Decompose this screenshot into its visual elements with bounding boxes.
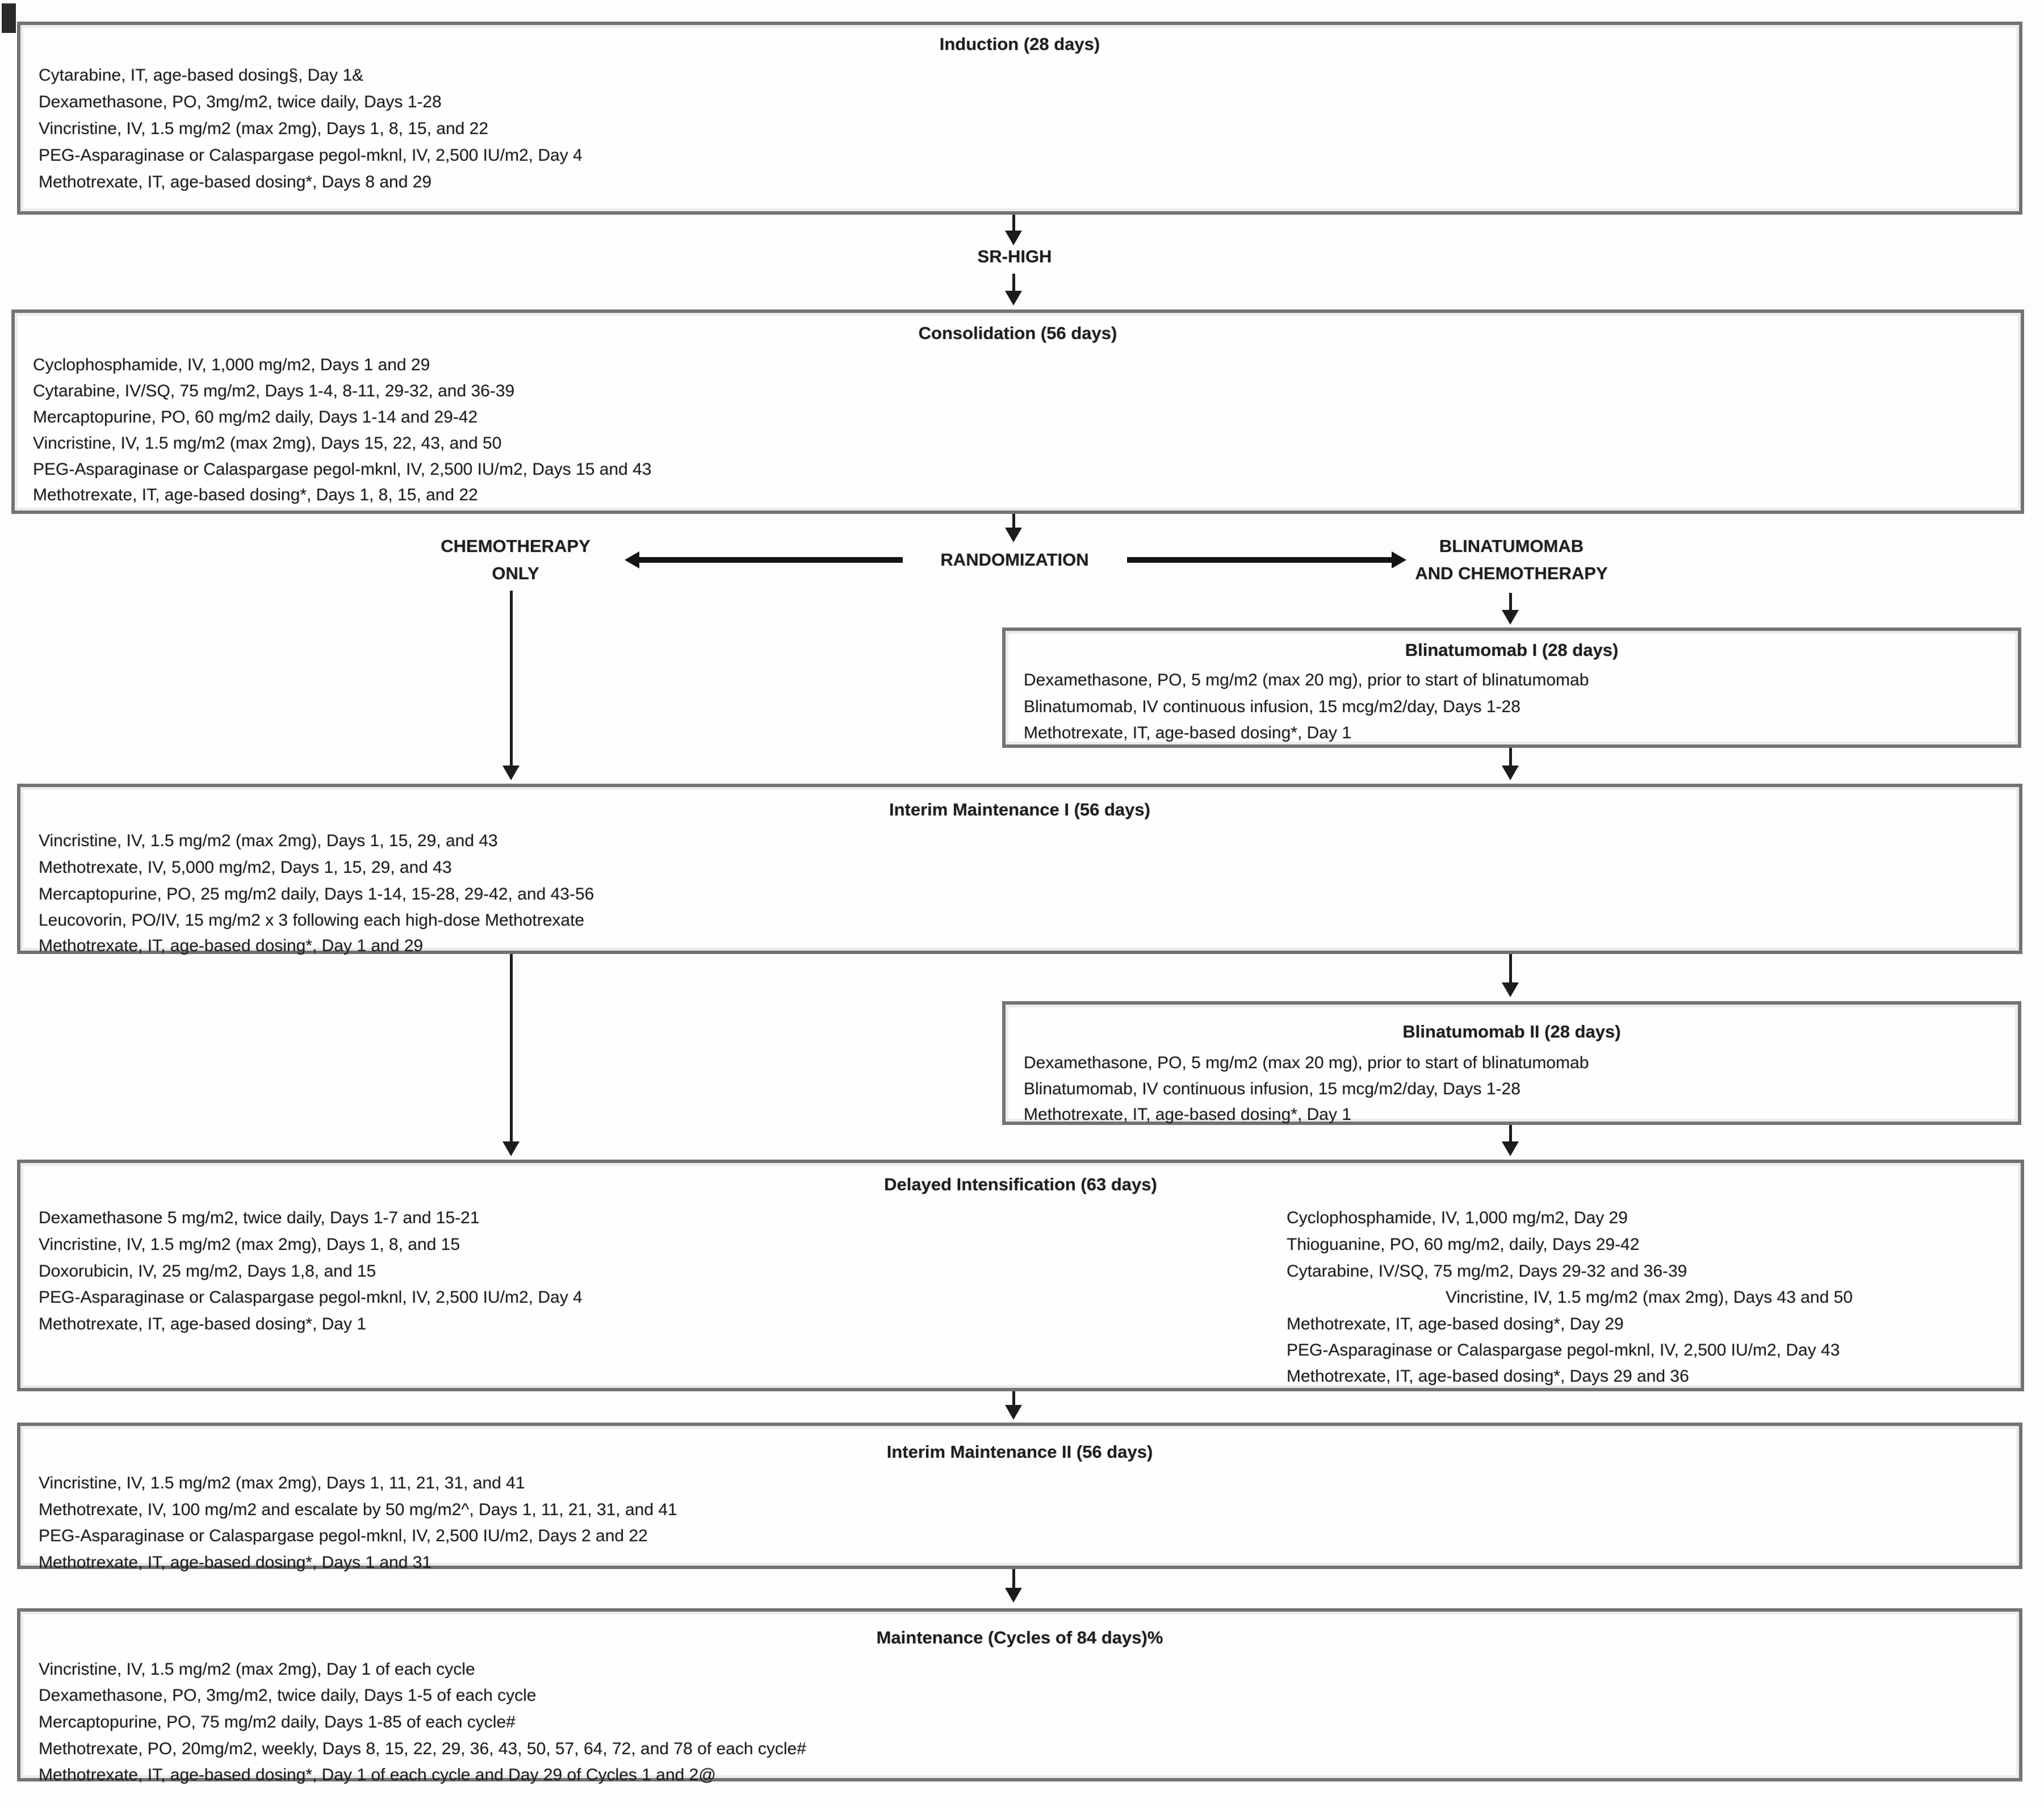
drug-line: PEG-Asparaginase or Calaspargase pegol-m… [39,146,583,165]
box-title: Blinatumomab I (28 days) [1405,640,1619,660]
arrow-down [1012,1569,1015,1590]
blinatumomab-arm-label-line2: AND CHEMOTHERAPY [1415,563,1608,583]
drug-line: Leucovorin, PO/IV, 15 mg/m2 x 3 followin… [39,911,585,930]
arrow-right-head [1392,551,1406,568]
drug-line: PEG-Asparaginase or Calaspargase pegol-m… [39,1526,648,1545]
delayed-intensification-box: Delayed Intensification (63 days) Dexame… [17,1160,2024,1391]
drug-line: PEG-Asparaginase or Calaspargase pegol-m… [33,460,652,479]
arrow-down-head [1502,1141,1519,1156]
drug-line: Dexamethasone, PO, 5 mg/m2 (max 20 mg), … [1024,671,1589,689]
arrow-down-head [1502,610,1519,625]
arrow-down-head [1005,1405,1022,1420]
drug-line: PEG-Asparaginase or Calaspargase pegol-m… [1287,1341,1840,1360]
drug-line: Methotrexate, IV, 5,000 mg/m2, Days 1, 1… [39,858,452,877]
drug-line: Vincristine, IV, 1.5 mg/m2 (max 2mg), Da… [39,1474,525,1492]
box-title: Induction (28 days) [939,34,1100,54]
drug-line: Mercaptopurine, PO, 60 mg/m2 daily, Days… [33,408,478,426]
drug-line: Methotrexate, PO, 20mg/m2, weekly, Days … [39,1739,806,1758]
induction-box: Induction (28 days) Cytarabine, IT, age-… [17,22,2022,215]
arrow-down [1012,514,1015,530]
scan-artifact [2,3,16,33]
arrow-down [1509,593,1512,612]
arrow-down [1012,1391,1015,1407]
drug-line: Dexamethasone, PO, 3mg/m2, twice daily, … [39,93,442,111]
box-title: Consolidation (56 days) [918,323,1117,343]
drug-line: Methotrexate, IT, age-based dosing*, Day… [39,173,432,191]
blinatumomab1-box: Blinatumomab I (28 days) Dexamethasone, … [1002,628,2021,748]
arrow-right-bar [1127,557,1392,563]
arrow-down-head [502,1141,520,1156]
drug-line: Methotrexate, IT, age-based dosing*, Day… [33,486,478,504]
drug-line: Dexamethasone, PO, 5 mg/m2 (max 20 mg), … [1024,1053,1589,1072]
drug-line: Blinatumomab, IV continuous infusion, 15… [1024,697,1521,716]
box-title: Maintenance (Cycles of 84 days)% [876,1628,1163,1647]
sr-high-label: SR-HIGH [977,246,1052,266]
randomization-label: RANDOMIZATION [940,550,1089,570]
drug-line: Methotrexate, IV, 100 mg/m2 and escalate… [39,1500,677,1519]
drug-line: Methotrexate, IT, age-based dosing*, Day… [39,936,424,955]
arrow-down [1509,748,1512,766]
arrow-down [1509,1125,1512,1143]
drug-line: Thioguanine, PO, 60 mg/m2, daily, Days 2… [1287,1235,1640,1254]
drug-line: Cytarabine, IT, age-based dosing§, Day 1… [39,66,364,85]
drug-line: Methotrexate, IT, age-based dosing*, Day… [1287,1367,1689,1386]
drug-line: Cyclophosphamide, IV, 1,000 mg/m2, Day 2… [1287,1208,1628,1227]
chemo-only-label-line1: CHEMOTHERAPY [441,536,590,556]
drug-line: Methotrexate, IT, age-based dosing*, Day… [1024,723,1352,742]
consolidation-box: Consolidation (56 days) Cyclophosphamide… [11,309,2024,514]
drug-line: Vincristine, IV, 1.5 mg/m2 (max 2mg), Da… [39,119,489,138]
drug-line: Methotrexate, IT, age-based dosing*, Day… [39,1766,716,1784]
chemo-only-label-line2: ONLY [492,563,539,583]
drug-line: PEG-Asparaginase or Calaspargase pegol-m… [39,1288,583,1307]
drug-line: Vincristine, IV, 1.5 mg/m2 (max 2mg), Da… [39,1660,475,1679]
drug-line: Cytarabine, IV/SQ, 75 mg/m2, Days 1-4, 8… [33,382,515,400]
drug-line: Methotrexate, IT, age-based dosing*, Day… [1024,1105,1352,1124]
arrow-down-head [1005,291,1022,306]
arrow-down [1509,954,1512,984]
arrow-down-head [1502,766,1519,780]
arrow-down [510,954,513,1141]
arrow-down-head [1005,231,1022,245]
box-title: Blinatumomab II (28 days) [1402,1022,1621,1041]
arrow-left-bar [638,557,903,563]
arrow-down [1012,215,1015,233]
drug-line: Cyclophosphamide, IV, 1,000 mg/m2, Days … [33,355,430,374]
maintenance-box: Maintenance (Cycles of 84 days)% Vincris… [17,1608,2022,1784]
drug-line: Methotrexate, IT, age-based dosing*, Day… [1287,1315,1624,1333]
arrow-down-head [1005,528,1022,542]
box-title: Delayed Intensification (63 days) [884,1174,1157,1194]
box-title: Interim Maintenance I (56 days) [889,800,1150,819]
drug-line: Vincristine, IV, 1.5 mg/m2 (max 2mg), Da… [39,831,498,850]
drug-line: Dexamethasone 5 mg/m2, twice daily, Days… [39,1208,480,1227]
arrow-down-head [1502,982,1519,997]
arrow-down-head [1005,1588,1022,1603]
box-title: Interim Maintenance II (56 days) [886,1442,1153,1462]
drug-line: Vincristine, IV, 1.5 mg/m2 (max 2mg), Da… [33,434,502,453]
drug-line: Vincristine, IV, 1.5 mg/m2 (max 2mg), Da… [39,1235,460,1254]
arrow-left-head [625,551,639,568]
drug-line: Mercaptopurine, PO, 75 mg/m2 daily, Days… [39,1713,516,1731]
drug-line: Doxorubicin, IV, 25 mg/m2, Days 1,8, and… [39,1262,376,1281]
arrow-down [510,591,513,768]
arrow-down-head [502,766,520,780]
blinatumomab-arm-label-line1: BLINATUMOMAB [1439,536,1584,556]
drug-line: Vincristine, IV, 1.5 mg/m2 (max 2mg), Da… [1446,1288,1853,1307]
interim-maintenance1-box: Interim Maintenance I (56 days) Vincrist… [17,784,2022,955]
drug-line: Mercaptopurine, PO, 25 mg/m2 daily, Days… [39,885,594,903]
drug-line: Blinatumomab, IV continuous infusion, 15… [1024,1080,1521,1098]
arrow-down [1012,274,1015,293]
drug-line: Dexamethasone, PO, 3mg/m2, twice daily, … [39,1686,537,1705]
drug-line: Methotrexate, IT, age-based dosing*, Day… [39,1315,367,1333]
drug-line: Methotrexate, IT, age-based dosing*, Day… [39,1553,432,1572]
drug-line: Cytarabine, IV/SQ, 75 mg/m2, Days 29-32 … [1287,1262,1687,1281]
blinatumomab2-box: Blinatumomab II (28 days) Dexamethasone,… [1002,1001,2021,1125]
interim-maintenance2-box: Interim Maintenance II (56 days) Vincris… [17,1423,2022,1572]
